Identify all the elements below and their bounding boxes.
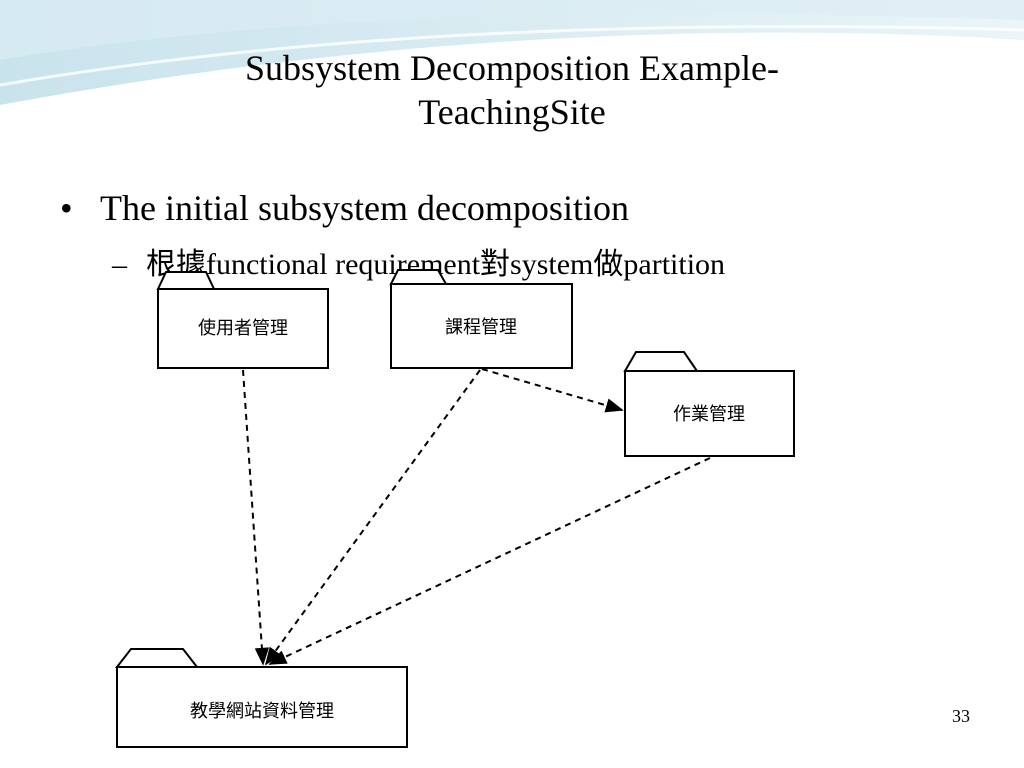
package-tab <box>389 269 448 285</box>
package-user-mgmt: 使用者管理 <box>156 271 329 369</box>
dependency-homework-to-site <box>268 457 711 665</box>
dependency-edges <box>242 368 711 666</box>
dependency-course-to-homework <box>481 368 624 413</box>
package-label: 作業管理 <box>673 404 745 425</box>
background-swoosh-light <box>0 0 1024 60</box>
package-tab <box>114 648 200 668</box>
page-number: 33 <box>952 706 970 726</box>
bullet-item: • The initial subsystem decomposition <box>60 186 629 230</box>
slide-title-line2: TeachingSite <box>418 92 606 132</box>
bullet-text: The initial subsystem decomposition <box>100 188 629 228</box>
package-body <box>157 288 329 369</box>
package-tab <box>156 271 216 290</box>
package-site-data-mgmt: 教學網站資料管理 <box>114 648 408 748</box>
package-label: 使用者管理 <box>198 318 288 339</box>
package-homework-mgmt: 作業管理 <box>623 351 795 457</box>
background-swoosh-line <box>0 25 1024 87</box>
package-course-mgmt: 課程管理 <box>389 269 573 369</box>
dependency-course-to-site <box>264 369 481 666</box>
package-body <box>624 370 795 457</box>
bullet-marker: • <box>60 188 73 228</box>
package-label: 課程管理 <box>445 317 517 338</box>
slide-title-line1: Subsystem Decomposition Example- <box>245 48 779 88</box>
slide-title: Subsystem Decomposition Example- Teachin… <box>100 46 924 134</box>
dependency-user-to-site <box>242 369 270 666</box>
package-body <box>390 283 573 369</box>
package-label: 教學網站資料管理 <box>190 701 334 722</box>
package-body <box>116 666 408 748</box>
package-tab <box>623 351 699 372</box>
sub-bullet-marker: – <box>112 248 127 281</box>
